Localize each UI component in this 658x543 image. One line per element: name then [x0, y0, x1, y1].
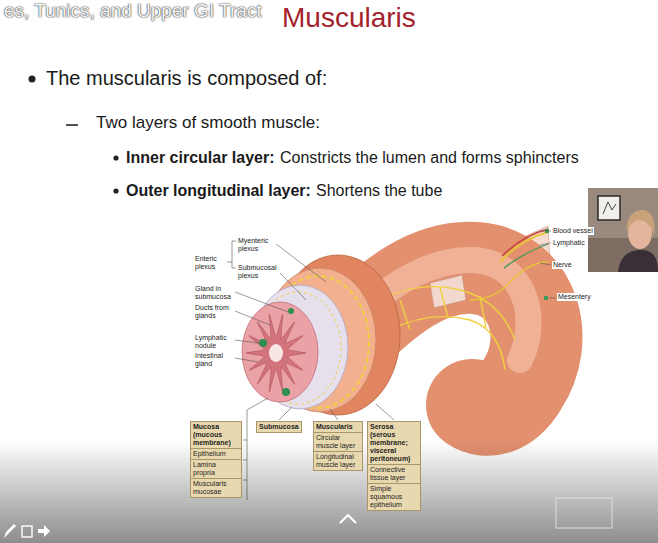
blood-vessel — [502, 229, 548, 256]
part-label: Intestinal gland — [195, 352, 233, 368]
lymphatic-nodule — [288, 308, 294, 314]
sublayer-name: Circular muscle layer — [314, 432, 362, 451]
player-shade — [0, 440, 658, 543]
bullet — [113, 188, 118, 193]
chevron-icon — [340, 515, 356, 523]
tube-duct — [430, 275, 466, 308]
layer-label-box: Mucosa (mucous membrane)EpitheliumLamina… — [190, 421, 242, 498]
sublayer-name: Longitudinal muscle layer — [314, 451, 362, 470]
part-label: Lymphatic nodule — [195, 334, 233, 350]
leader-line — [227, 241, 236, 268]
part-label: Enteric plexus — [195, 255, 226, 271]
sublayer-name: Connective tissue layer — [368, 464, 420, 483]
plexus-network — [380, 287, 515, 370]
webcam-video — [588, 188, 658, 272]
part-label: Nerve — [552, 261, 573, 269]
layer-name: Serosa (serous membrane; visceral perito… — [368, 422, 420, 464]
leader-line — [376, 404, 394, 420]
nerve-branch — [470, 262, 548, 300]
wall-picture-art — [603, 202, 616, 214]
wall-picture — [598, 196, 620, 220]
dash-bullet — [66, 124, 78, 126]
part-label: Lymphatic — [552, 239, 586, 247]
player-button — [556, 498, 612, 528]
leader-line — [279, 407, 292, 420]
sublayer-name: Muscularis mucosae — [191, 478, 241, 497]
sublayer-name: Epithelium — [191, 448, 241, 459]
leader-line — [549, 298, 556, 299]
leader-line — [235, 311, 270, 325]
sublayer-name: Lamina propria — [191, 459, 241, 478]
layer-name: Mucosa (mucous membrane) — [191, 422, 241, 448]
leader-line — [540, 263, 551, 265]
bullet-text: The muscularis is composed of: — [46, 66, 327, 90]
part-label: Blood vessel — [552, 227, 594, 235]
leader-line — [330, 409, 338, 420]
villi — [246, 314, 306, 392]
note-icon — [22, 526, 32, 537]
leader-line — [235, 358, 258, 362]
lymphatic-nodule — [282, 388, 290, 396]
part-label: Ducts from glands — [195, 304, 233, 320]
leader-line — [540, 231, 551, 232]
part-label: Gland in submucosa — [195, 285, 233, 301]
lymph-dot — [544, 296, 548, 300]
sublayer-name: Simple squamous epithelium — [368, 483, 420, 510]
layer-label-box: Serosa (serous membrane; visceral perito… — [367, 421, 421, 511]
section-header: es, Tunics, and Upper GI Tract — [4, 0, 262, 23]
arrow-icon — [38, 525, 50, 537]
bullet-text: Two layers of smooth muscle: — [96, 113, 320, 133]
part-label: Submucosal plexus — [238, 264, 279, 280]
lymphatic-nodule — [259, 339, 267, 347]
definition: Constricts the lumen and forms sphincter… — [280, 148, 579, 167]
term: Inner circular layer: — [126, 148, 275, 167]
mucosa-layer — [242, 302, 318, 402]
person-body — [618, 250, 658, 272]
bullet — [29, 76, 36, 83]
person-hair — [627, 210, 655, 236]
leader-line — [235, 292, 288, 312]
layer-label-box: Submucosa — [256, 421, 302, 433]
lymphatic-vessel — [504, 244, 548, 268]
leader-line — [235, 340, 259, 343]
leader-line — [280, 273, 306, 300]
layer-name: Submucosa — [257, 422, 301, 432]
leader-line — [540, 243, 551, 245]
lumen — [269, 344, 283, 362]
slide-title: Muscularis — [282, 2, 416, 34]
pencil-icon — [4, 524, 16, 538]
bullet — [113, 155, 118, 160]
part-label: Mesentery — [557, 293, 592, 301]
layer-name: Muscularis — [314, 422, 362, 432]
definition: Shortens the tube — [316, 181, 442, 200]
layer-label-box: MuscularisCircular muscle layerLongitudi… — [313, 421, 363, 471]
term: Outer longitudinal layer: — [126, 181, 311, 200]
part-label: Myenteric plexus — [238, 237, 274, 253]
webcam-frame — [588, 188, 658, 272]
